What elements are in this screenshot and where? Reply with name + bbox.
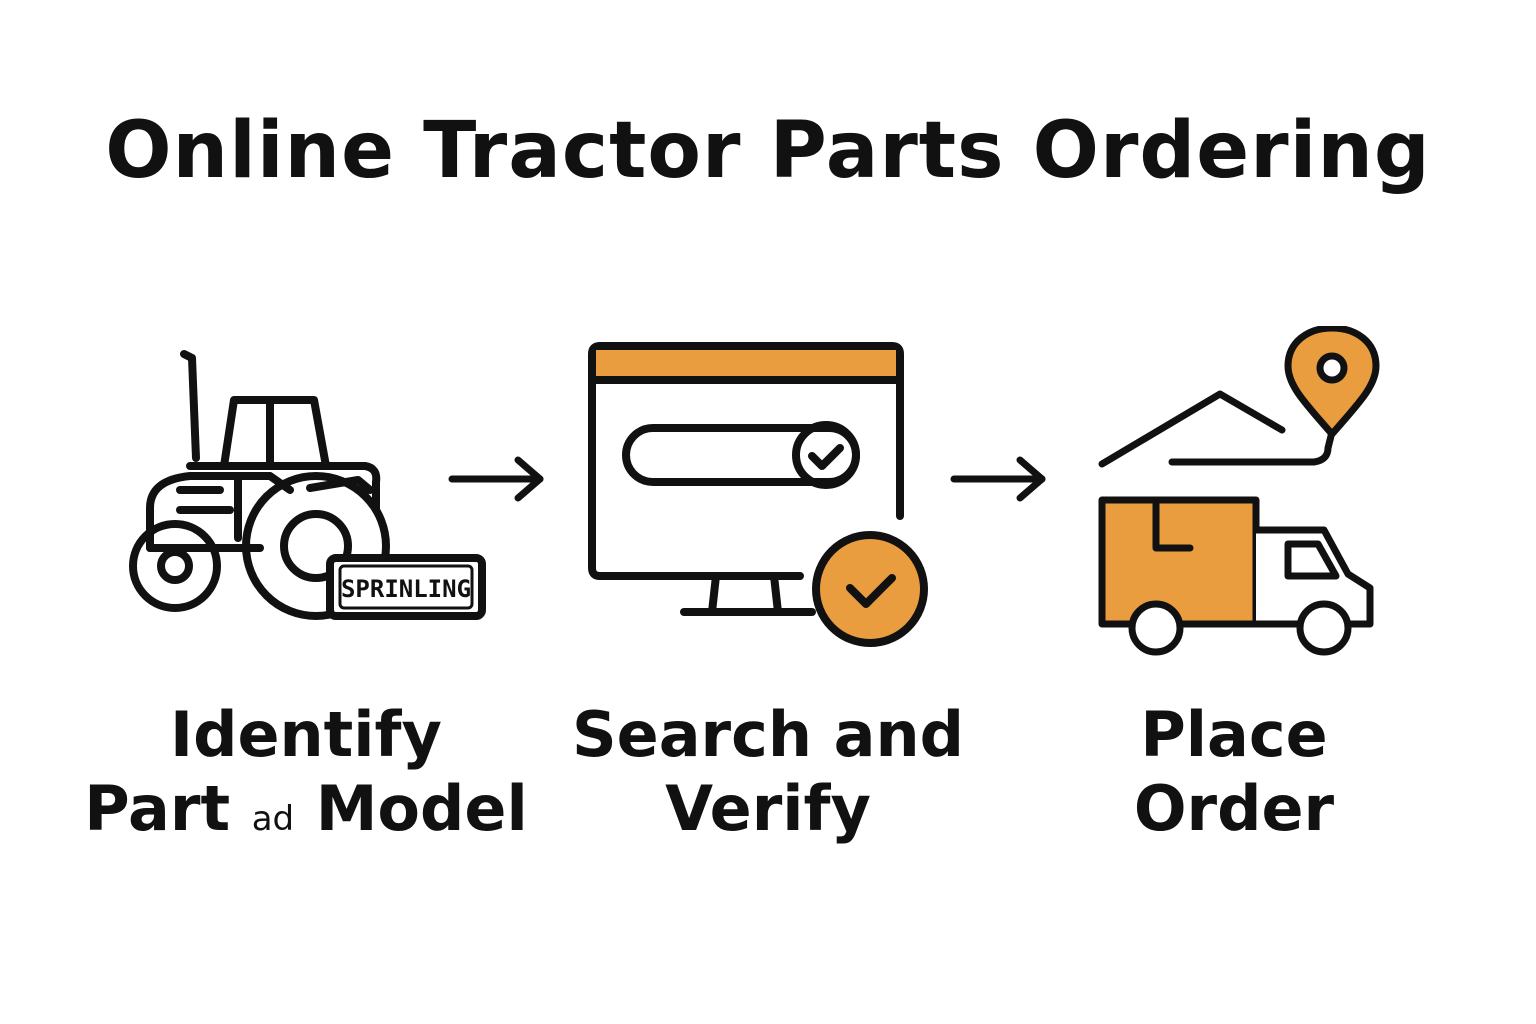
tractor-icon: SPRINLING	[129, 350, 486, 620]
arrow-right-icon	[950, 456, 1046, 502]
computer-search-icon	[588, 342, 928, 647]
step-label-order: Place Order	[1004, 698, 1464, 846]
step-label-line: Part ad Model	[76, 772, 536, 856]
step-label-line: Search and	[572, 698, 964, 771]
step-label-search: Search and Verify	[538, 698, 998, 846]
step-label-line: Verify	[665, 772, 871, 845]
step-label-line: Place	[1140, 698, 1328, 771]
step-label-word: Model	[315, 772, 528, 845]
tractor-plate-text: SPRINLING	[341, 575, 471, 603]
diagram-title: Online Tractor Parts Ordering	[105, 106, 1431, 196]
delivery-truck-icon	[1098, 326, 1380, 656]
step-label-line: Order	[1133, 772, 1335, 845]
step-label-line: Identify	[170, 698, 442, 771]
arrow-right-icon	[448, 456, 544, 502]
step-label-identify: Identify Part ad Model	[76, 698, 536, 856]
step-label-word: ad	[251, 799, 295, 839]
step-label-word: Part	[84, 772, 231, 845]
